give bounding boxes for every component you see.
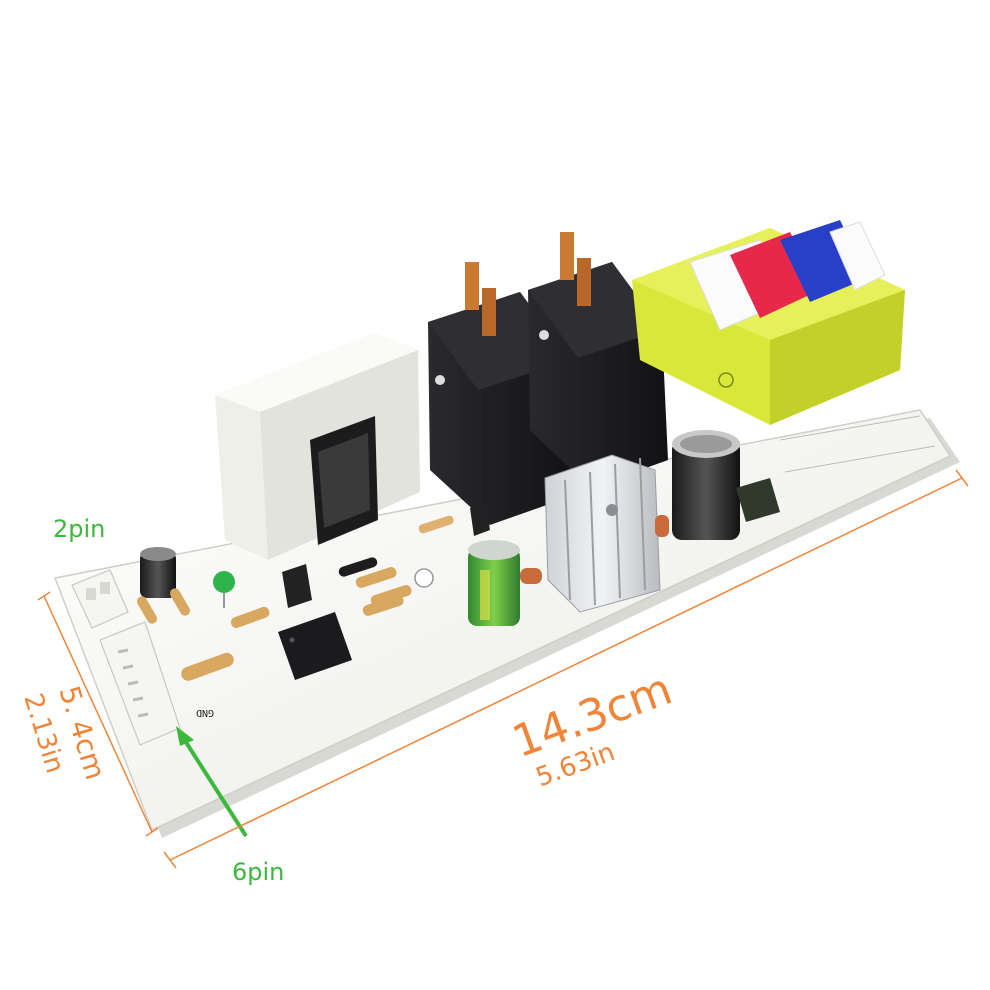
arrow-6pin <box>176 726 248 838</box>
current-transformer <box>215 333 420 560</box>
led-green <box>213 571 235 608</box>
ic-chip <box>278 612 352 680</box>
silkscreen-gnd: GND <box>196 707 214 718</box>
heat-sink <box>544 454 661 613</box>
power-transformer <box>632 220 905 425</box>
label-2pin: 2pin <box>53 515 106 543</box>
capacitor-large <box>672 430 740 540</box>
resistor-group <box>137 515 669 681</box>
transistor <box>282 478 780 608</box>
mounting-hole <box>414 568 434 588</box>
connector-6pin <box>99 621 181 746</box>
dimension-width <box>37 591 159 837</box>
label-6pin: 6pin <box>232 858 285 886</box>
connector-2pin <box>71 569 129 629</box>
capacitor-small <box>140 547 176 598</box>
capacitor-green <box>468 540 520 626</box>
dimension-length <box>163 469 969 869</box>
relay-2 <box>528 232 668 488</box>
